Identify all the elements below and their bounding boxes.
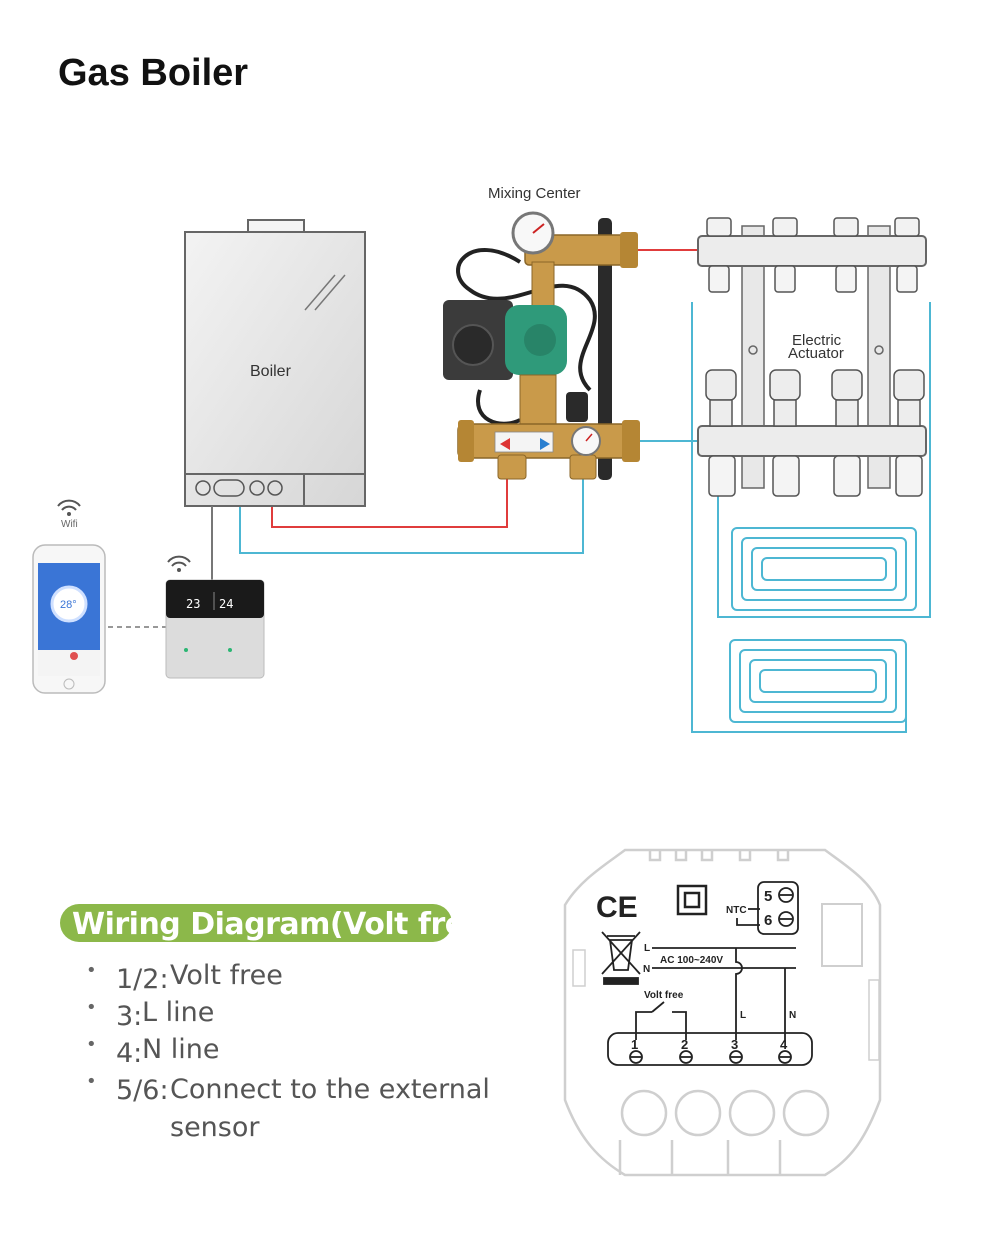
wiring-item-value: L line — [142, 997, 215, 1028]
boiler-unit — [184, 219, 366, 507]
wiring-item-key: 3: — [116, 1001, 143, 1032]
terminal-3: 3 — [731, 1037, 738, 1052]
ac-rating-label: AC 100~240V — [660, 955, 723, 966]
mixing-center-unit — [443, 211, 640, 480]
thermostat-temp-right: 24 — [219, 597, 233, 611]
phone-wifi-icon — [57, 499, 81, 516]
volt-free-label: Volt free — [644, 990, 684, 1001]
smartphone — [32, 544, 106, 694]
actuator-label-line2: Actuator — [788, 345, 844, 362]
terminal-2: 2 — [681, 1037, 688, 1052]
wiring-diagram-heading-text: Wiring Diagram(Volt free) — [72, 907, 498, 942]
ntc-terminal-5: 5 — [764, 888, 772, 905]
wifi-label: Wifi — [61, 519, 78, 530]
power-lines — [607, 947, 813, 1066]
terminal-4: 4 — [780, 1037, 788, 1052]
weee-disposal-icon — [601, 931, 641, 985]
thermostat-backplate-outline — [563, 848, 882, 1177]
line-n-label: N — [643, 964, 650, 975]
boiler-label: Boiler — [250, 363, 292, 380]
manifold-unit — [697, 217, 927, 497]
thermostat-temp-left: 23 — [186, 597, 200, 611]
line-l-label: L — [644, 943, 650, 954]
wiring-item-key: 1/2: — [116, 964, 169, 995]
cold-return-pipe — [239, 440, 700, 554]
thermostat-device — [165, 579, 265, 679]
thermostat-wifi-icon — [167, 555, 191, 572]
ntc-terminal-6: 6 — [764, 912, 772, 929]
ntc-label: NTC — [726, 905, 747, 916]
floor-loop-lower — [691, 302, 907, 733]
bullet: • — [86, 1034, 97, 1055]
n-tap-label: N — [789, 1010, 796, 1021]
ntc-sensor-terminal — [736, 881, 799, 935]
hot-supply-pipe — [271, 249, 700, 528]
floor-loop-upper — [717, 302, 931, 618]
wiring-diagram-heading: Wiring Diagram(Volt free) — [60, 904, 498, 942]
terminal-1: 1 — [631, 1037, 638, 1052]
double-insulation-icon — [676, 884, 708, 916]
terminal-screws — [629, 1050, 792, 1064]
wiring-item-value: Volt free — [170, 960, 283, 991]
page-title: Gas Boiler — [58, 52, 249, 94]
wiring-item-key: 5/6: — [116, 1075, 169, 1106]
bullet: • — [86, 1071, 97, 1092]
ce-mark: CE — [596, 891, 638, 924]
mixing-center-label: Mixing Center — [488, 185, 581, 202]
wiring-item-key: 4: — [116, 1038, 143, 1069]
phone-temperature: 28° — [60, 599, 77, 611]
bullet: • — [86, 960, 97, 981]
actuator-label-line1: Electric — [792, 332, 842, 349]
wiring-item-value: Connect to the external sensor — [170, 1074, 490, 1143]
wiring-item-value: N line — [142, 1034, 220, 1065]
bullet: • — [86, 997, 97, 1018]
l-tap-label: L — [740, 1010, 746, 1021]
